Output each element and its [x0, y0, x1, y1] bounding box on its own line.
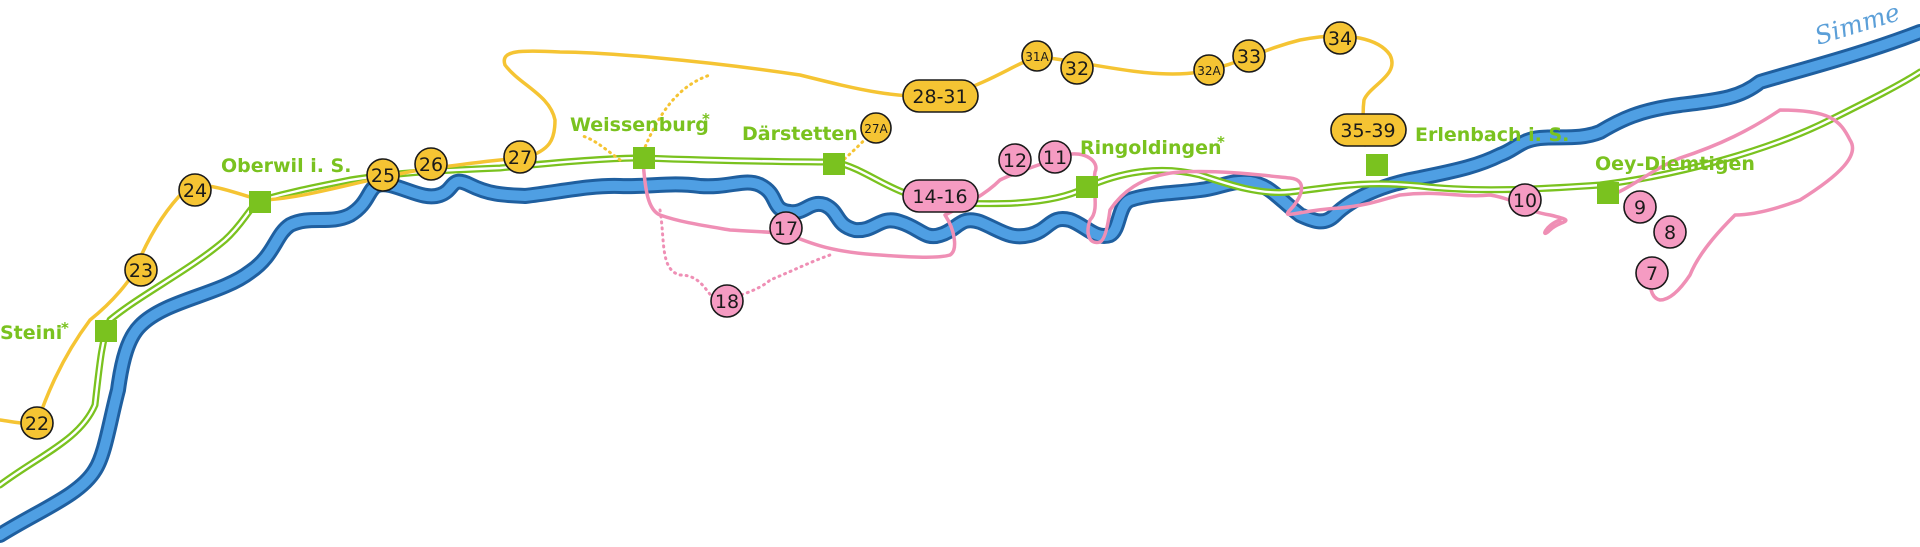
marker-8: 8: [1653, 215, 1687, 249]
station-label-daerstetten: Därstetten: [742, 123, 858, 145]
stations: Steini * Oberwil i. S. Weissenburg * Där…: [0, 110, 1755, 344]
svg-text:14-16: 14-16: [912, 186, 967, 208]
marker-27: 27: [503, 140, 537, 174]
marker-32: 32: [1060, 51, 1094, 85]
station-label-oey-diemtigen: Oey-Diemtigen: [1595, 153, 1755, 175]
svg-text:24: 24: [183, 180, 207, 202]
station-ringoldingen: Ringoldingen *: [1076, 133, 1225, 198]
marker-17: 17: [769, 211, 803, 245]
marker-33: 33: [1232, 39, 1266, 73]
station-oey-diemtigen: Oey-Diemtigen: [1595, 153, 1755, 204]
marker-34: 34: [1323, 21, 1357, 55]
station-steini: Steini *: [0, 319, 117, 344]
svg-text:31A: 31A: [1025, 50, 1049, 64]
svg-text:26: 26: [419, 154, 443, 176]
svg-text:33: 33: [1237, 46, 1261, 68]
svg-text:17: 17: [774, 218, 798, 240]
svg-text:34: 34: [1328, 28, 1352, 50]
marker-22: 22: [20, 406, 54, 440]
svg-text:32A: 32A: [1197, 64, 1221, 78]
station-label-weissenburg: Weissenburg: [570, 114, 709, 136]
marker-35-39: 35-39: [1330, 113, 1407, 147]
svg-text:12: 12: [1003, 150, 1027, 172]
svg-text:32: 32: [1065, 58, 1089, 80]
marker-9: 9: [1623, 190, 1657, 224]
svg-text:25: 25: [371, 165, 395, 187]
station-label-erlenbach: Erlenbach i. S.: [1415, 124, 1569, 146]
marker-25: 25: [366, 158, 400, 192]
pink-markers: 7 8 9 10 11 12 14-16 17: [710, 140, 1687, 318]
svg-text:23: 23: [129, 260, 153, 282]
marker-11: 11: [1038, 140, 1072, 174]
marker-7: 7: [1635, 256, 1669, 290]
railway-line: [0, 68, 1920, 489]
marker-28-31: 28-31: [902, 79, 979, 113]
svg-text:35-39: 35-39: [1340, 120, 1395, 142]
marker-12: 12: [998, 143, 1032, 177]
svg-text:7: 7: [1646, 263, 1658, 285]
marker-14-16: 14-16: [902, 179, 979, 213]
marker-31a: 31A: [1021, 40, 1053, 72]
station-star-steini: *: [61, 319, 69, 337]
marker-24: 24: [178, 173, 212, 207]
svg-text:27: 27: [508, 147, 532, 169]
svg-text:27A: 27A: [864, 122, 888, 136]
svg-text:11: 11: [1043, 147, 1067, 169]
station-weissenburg: Weissenburg *: [570, 110, 710, 169]
marker-26: 26: [414, 147, 448, 181]
svg-text:9: 9: [1634, 197, 1646, 219]
station-daerstetten: Därstetten: [742, 123, 858, 175]
pink-route: [641, 108, 1855, 302]
svg-text:22: 22: [25, 413, 49, 435]
yellow-markers: 22 23 24 25 26 27 27A 28-31: [20, 21, 1407, 440]
marker-18: 18: [710, 284, 744, 318]
marker-27a: 27A: [860, 112, 892, 144]
svg-text:8: 8: [1664, 222, 1676, 244]
svg-text:18: 18: [715, 291, 739, 313]
station-label-steini: Steini: [0, 322, 62, 344]
station-star-ringoldingen: *: [1217, 133, 1225, 151]
station-star-weissenburg: *: [702, 110, 710, 128]
svg-text:28-31: 28-31: [912, 86, 967, 108]
station-erlenbach: Erlenbach i. S.: [1366, 124, 1569, 176]
marker-32a: 32A: [1193, 54, 1225, 86]
station-label-oberwil: Oberwil i. S.: [221, 155, 351, 177]
marker-23: 23: [124, 253, 158, 287]
marker-10: 10: [1508, 183, 1542, 217]
station-label-ringoldingen: Ringoldingen: [1080, 137, 1222, 159]
svg-text:10: 10: [1513, 190, 1537, 212]
station-oberwil: Oberwil i. S.: [221, 155, 351, 213]
yellow-route: [0, 34, 1394, 426]
